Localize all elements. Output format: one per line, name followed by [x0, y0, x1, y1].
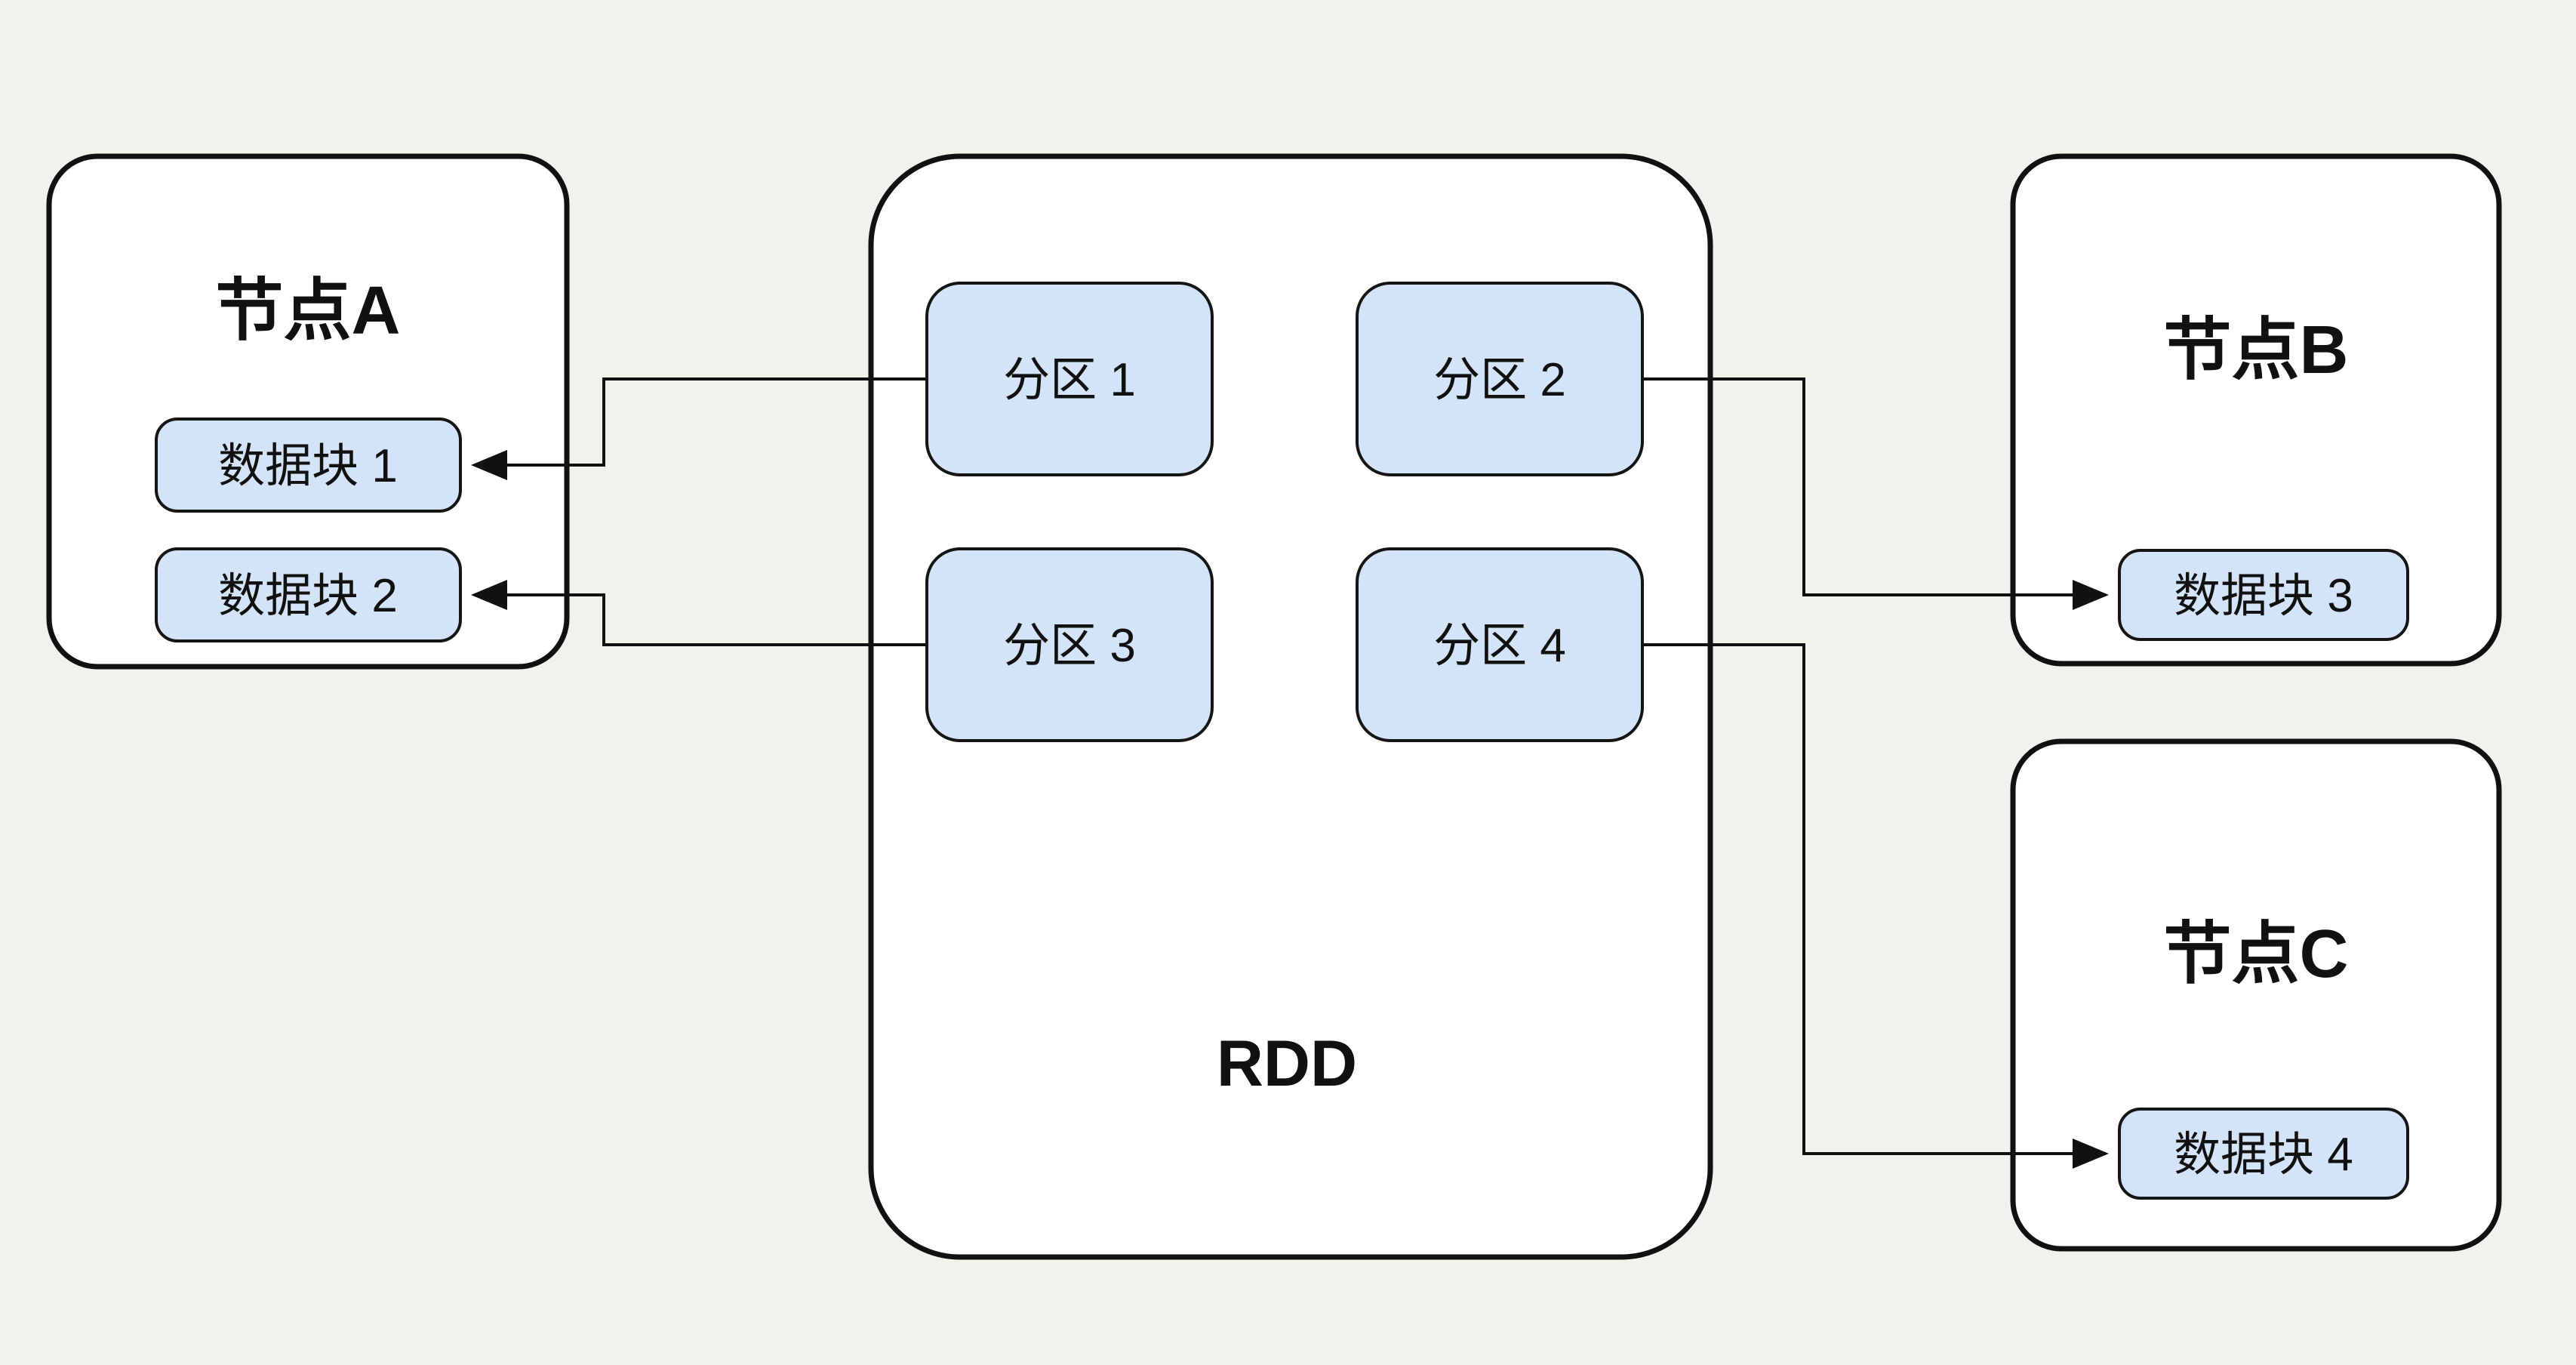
datablock-4-label: 数据块 4: [2174, 1129, 2353, 1181]
node-c: 节点C 数据块 4: [2010, 738, 2502, 1252]
datablock-3-label: 数据块 3: [2174, 570, 2353, 622]
datablock-4-box: [2118, 1108, 2409, 1200]
node-b: 节点B 数据块 3: [2010, 153, 2502, 667]
datablock-2-label: 数据块 2: [218, 570, 398, 622]
edge-partition2-to-datablock3: [1642, 377, 2109, 610]
partition-4-label: 分区 4: [1433, 620, 1566, 672]
partition-2-label: 分区 2: [1433, 354, 1566, 406]
node-a: 节点A 数据块 1 数据块 2: [46, 153, 570, 670]
partition-3-label: 分区 3: [1003, 620, 1136, 672]
edge-partition3-to-datablock2: [471, 580, 927, 646]
edge-partition1-to-datablock1: [471, 377, 927, 480]
node-b-title: 节点B: [2164, 313, 2349, 388]
datablock-2-box: [155, 547, 462, 642]
datablock-1-box: [155, 418, 462, 513]
edges: [471, 377, 2109, 1169]
partition-1-label: 分区 1: [1003, 354, 1136, 406]
rdd-container: RDD 分区 1 分区 2 分区 3 分区 4: [868, 153, 1713, 1260]
node-c-title: 节点C: [2164, 917, 2349, 992]
node-a-box: [46, 153, 570, 670]
edge-partition4-to-datablock4: [1642, 643, 2109, 1169]
rdd-title: RDD: [1217, 1028, 1357, 1100]
datablock-3-box: [2118, 549, 2409, 641]
node-b-box: [2010, 153, 2502, 667]
datablock-1-label: 数据块 1: [218, 440, 398, 492]
node-a-title: 节点A: [216, 273, 401, 349]
